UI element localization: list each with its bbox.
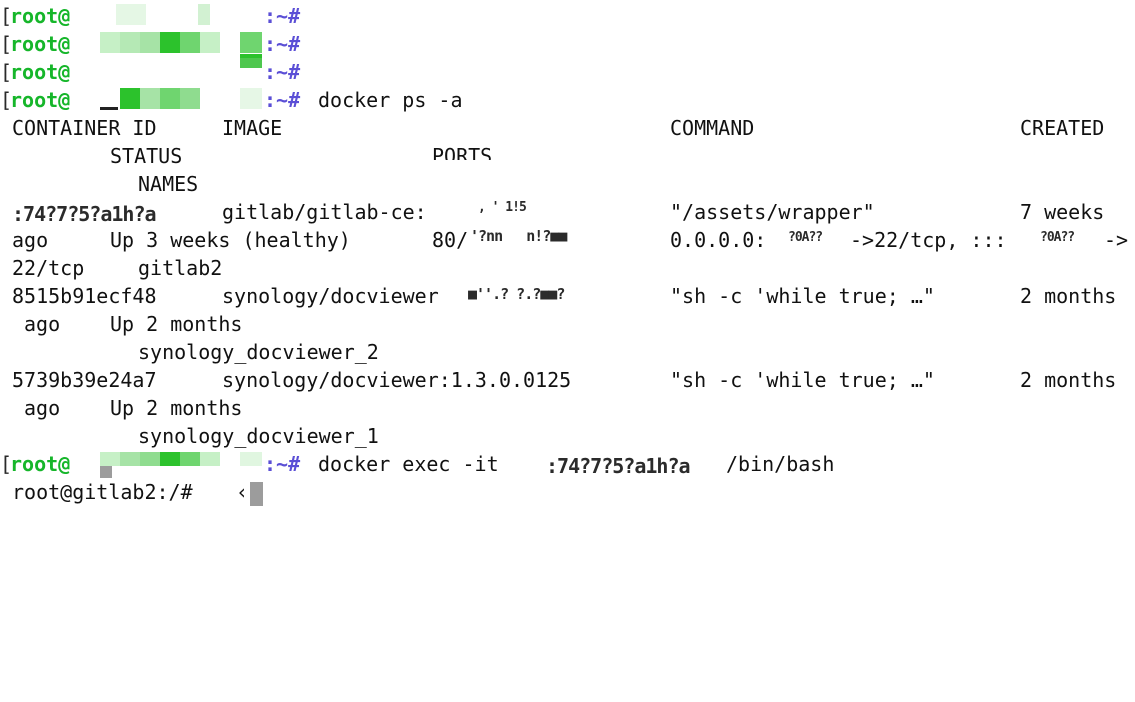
table-row: synology_docviewer_1 <box>0 422 379 450</box>
header-status: STATUS <box>110 144 183 168</box>
redacted-hostname <box>88 86 264 114</box>
row-created: 7 weeks <box>1020 200 1105 224</box>
row-created-suffix: ago <box>12 228 49 252</box>
prompt-path: :~# <box>264 88 301 112</box>
header-command: COMMAND <box>670 116 755 140</box>
prompt-user: root@ <box>10 88 71 112</box>
row-ports: ->22/tcp, ::: <box>850 228 1007 252</box>
row-ports: 0.0.0.0: <box>670 228 767 252</box>
redacted-image-tag: ■''.? ?.?■■? <box>468 285 565 303</box>
row-name: synology_docviewer_2 <box>138 340 379 364</box>
table-row: 5739b39e24a7 synology/docviewer:1.3.0.01… <box>0 366 1116 394</box>
container-prompt-line: root@gitlab2:/# ‹ <box>0 478 263 506</box>
row-name: synology_docviewer_1 <box>138 424 379 448</box>
table-row: 22/tcp gitlab2 <box>0 254 222 282</box>
prompt-path: :~# <box>264 4 301 28</box>
header-ports-clipped: PORTS <box>432 142 504 160</box>
prompt-user: root@ <box>10 4 71 28</box>
cursor-block <box>100 466 112 478</box>
prompt-line: [ root@ :~# <box>0 30 300 58</box>
prompt-user: root@ <box>10 32 71 56</box>
row-command: "sh -c 'while true; …" <box>670 284 935 308</box>
prompt-line: [ root@ :~# docker ps -a <box>0 86 463 114</box>
redacted-port: ?0A?? <box>1040 230 1075 245</box>
prompt-line: [ root@ :~# <box>0 58 300 86</box>
row-ports: 80/ <box>432 228 469 252</box>
command-text: /bin/bash <box>726 452 835 476</box>
redacted-image-tag: , ' 1!5 <box>478 200 527 215</box>
prompt-line: [ root@ :~# docker exec -it :74?7?5?a1h?… <box>0 450 834 478</box>
row-image: synology/docviewer:1.3.0.0125 <box>222 368 572 392</box>
redacted-hostname <box>88 58 264 86</box>
redacted-container-id: :74?7?5?a1h?a <box>12 202 157 226</box>
container-input[interactable]: ‹ <box>236 480 249 504</box>
redacted-hostname <box>88 30 264 58</box>
row-command: "/assets/wrapper" <box>670 200 875 224</box>
row-status: Up 2 months <box>110 396 243 420</box>
container-prompt: root@gitlab2:/# <box>12 480 193 504</box>
row-created-suffix: ago <box>24 396 61 420</box>
row-image: synology/docviewer <box>222 284 439 308</box>
prompt-line: [ root@ :~# <box>0 2 300 30</box>
header-image: IMAGE <box>222 116 283 140</box>
prompt-bracket: [ <box>0 60 13 84</box>
terminal-cursor <box>250 482 263 506</box>
table-row: ago Up 2 months <box>0 394 242 422</box>
row-container-id: 5739b39e24a7 <box>12 368 157 392</box>
table-row: synology_docviewer_2 <box>0 338 379 366</box>
row-image: gitlab/gitlab-ce: <box>222 200 427 224</box>
table-row: ago Up 3 weeks (healthy) 80/ '?nn n!?■■ … <box>0 226 1128 254</box>
table-row: :74?7?5?a1h?a gitlab/gitlab-ce: , ' 1!5 … <box>0 198 1104 226</box>
row-created: 2 months <box>1020 368 1117 392</box>
row-status: Up 2 months <box>110 312 243 336</box>
prompt-path: :~# <box>264 60 301 84</box>
command-text: docker ps -a <box>318 88 463 112</box>
row-ports: -> <box>1104 228 1129 252</box>
table-header: STATUS PORTS <box>0 142 492 170</box>
row-status: Up 3 weeks (healthy) <box>110 228 351 252</box>
row-created-suffix: ago <box>24 312 61 336</box>
prompt-bracket: [ <box>0 32 13 56</box>
table-row: 8515b91ecf48 synology/docviewer ■''.? ?.… <box>0 282 1116 310</box>
prompt-bracket: [ <box>0 4 13 28</box>
redacted-hostname <box>88 450 264 478</box>
prompt-user: root@ <box>10 452 71 476</box>
table-header: CONTAINER ID IMAGE COMMAND CREATED <box>0 114 1104 142</box>
header-container-id: CONTAINER ID <box>12 116 157 140</box>
row-command: "sh -c 'while true; …" <box>670 368 935 392</box>
header-ports: PORTS <box>432 144 493 160</box>
terminal-window[interactable]: [ root@ :~# [ root@ :~# [ root@ :~# <box>0 0 1135 506</box>
prompt-bracket: [ <box>0 452 13 476</box>
prompt-path: :~# <box>264 32 301 56</box>
redacted-ports: '?nn n!?■■ <box>470 227 567 245</box>
prompt-path: :~# <box>264 452 301 476</box>
prompt-bracket: [ <box>0 88 13 112</box>
redacted-port: ?0A?? <box>788 230 823 245</box>
row-container-id: 8515b91ecf48 <box>12 284 157 308</box>
row-ports: 22/tcp <box>12 256 85 280</box>
row-created: 2 months <box>1020 284 1117 308</box>
table-header: NAMES <box>0 170 198 198</box>
header-created: CREATED <box>1020 116 1105 140</box>
command-text: docker exec -it <box>318 452 499 476</box>
header-names: NAMES <box>138 172 199 196</box>
redacted-hostname <box>88 2 260 30</box>
prompt-user: root@ <box>10 60 71 84</box>
row-name: gitlab2 <box>138 256 223 280</box>
redacted-container-id: :74?7?5?a1h?a <box>546 454 691 478</box>
table-row: ago Up 2 months <box>0 310 242 338</box>
